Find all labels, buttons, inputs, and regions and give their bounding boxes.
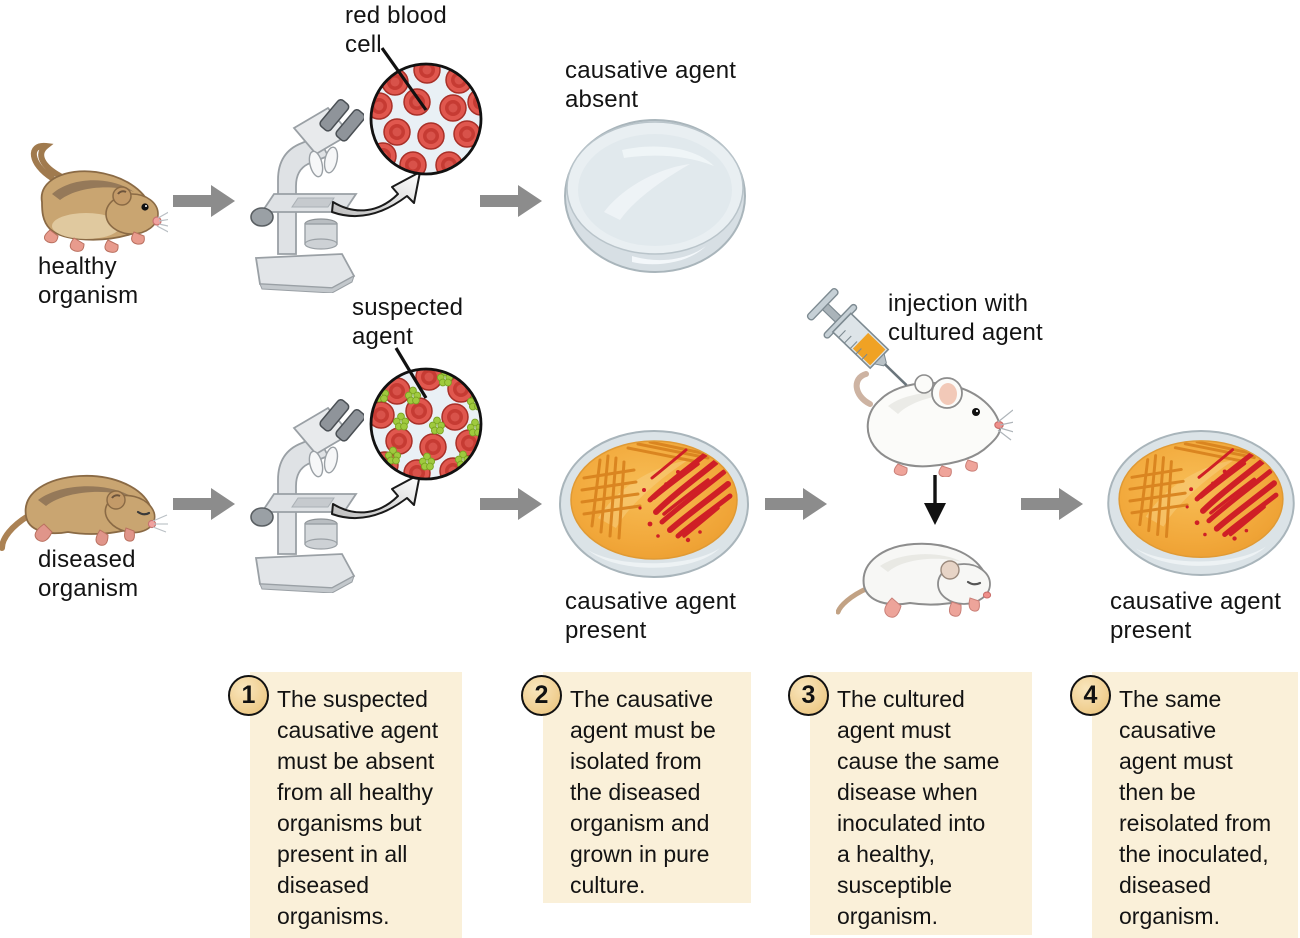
postulate-number-badge: 3 — [788, 675, 829, 716]
syringe-icon — [806, 288, 908, 387]
flow-arrow-icon — [173, 488, 235, 520]
flow-arrow-icon — [1021, 488, 1083, 520]
healthy-mouse-illustration — [30, 142, 168, 253]
red-blood-cell-label: red blood cell — [345, 2, 447, 58]
postulate-box-4: 4 The same causative agent must then be … — [1070, 672, 1298, 938]
flow-arrow-icon — [765, 488, 827, 520]
petri-dish-culture — [1107, 429, 1295, 576]
magnify-swoosh-arrow-icon — [331, 473, 421, 519]
injected-mouse-illustration — [853, 371, 1013, 477]
flow-arrow-icon — [480, 185, 542, 217]
causative-agent-present-label: causative agent present — [1110, 588, 1282, 644]
postulate-text: The same causative agent must then be re… — [1119, 686, 1272, 929]
postulate-box-1: 1 The suspected causative agent must be … — [228, 672, 462, 938]
causative-agent-present-label: causative agent present — [565, 588, 737, 644]
postulate-number-badge: 1 — [228, 675, 269, 716]
postulate-text: The cultured agent must cause the same d… — [837, 686, 1000, 929]
flow-arrow-icon — [480, 488, 542, 520]
postulate-text: The causative agent must be isolated fro… — [570, 686, 716, 898]
postulate-box-3: 3 The cultured agent must cause the same… — [788, 672, 1032, 935]
blood-smear-magnified-view — [369, 62, 483, 176]
diseased-mouse-illustration — [0, 474, 168, 551]
petri-dish-empty — [564, 119, 746, 273]
red-blood-cell-callout-line — [380, 47, 428, 111]
postulate-box-2: 2 The causative agent must be isolated f… — [521, 672, 751, 903]
healthy-organism-label: healthy organism — [38, 253, 139, 309]
down-arrow-icon — [924, 475, 946, 525]
postulate-number-badge: 2 — [521, 675, 562, 716]
suspected-agent-label: suspected agent — [352, 294, 464, 350]
injection-label: injection with cultured agent — [888, 290, 1043, 346]
petri-dish-culture — [559, 430, 749, 578]
magnify-swoosh-arrow-icon — [331, 171, 421, 217]
suspected-agent-magnified-view — [369, 367, 483, 481]
microscope-icon — [250, 99, 364, 293]
postulate-number-badge: 4 — [1070, 675, 1111, 716]
dead-mouse-illustration — [836, 542, 992, 618]
causative-agent-absent-label: causative agent absent — [565, 57, 737, 113]
diseased-organism-label: diseased organism — [38, 546, 139, 602]
postulate-text: The suspected causative agent must be ab… — [277, 686, 439, 929]
flow-arrow-icon — [173, 185, 235, 217]
suspected-agent-callout-line — [394, 347, 428, 399]
